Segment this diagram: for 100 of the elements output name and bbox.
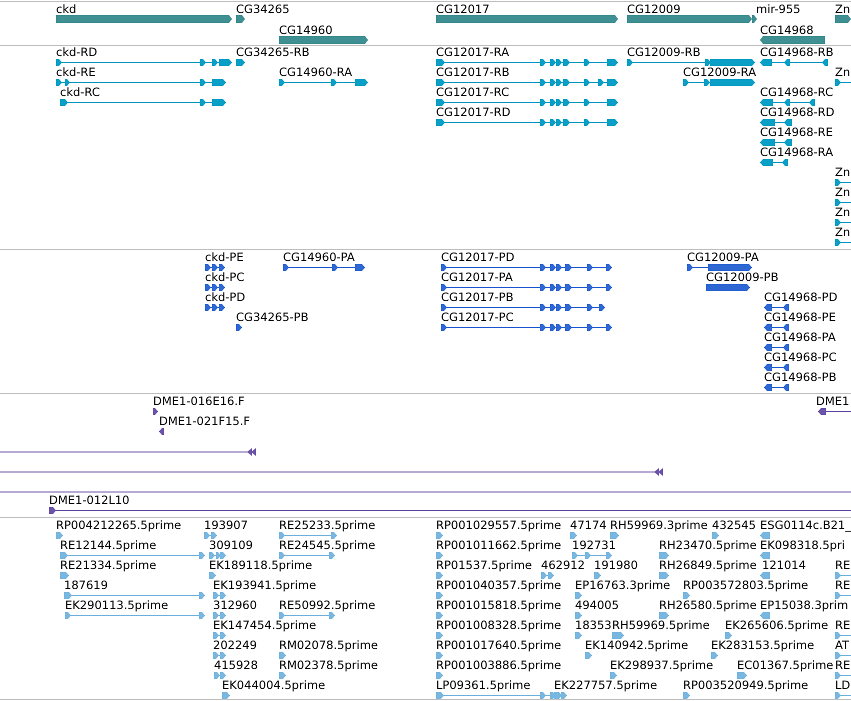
feature-label: Zn — [835, 186, 850, 199]
feature-label: RE — [835, 579, 850, 592]
feature-label: CG12017 — [436, 3, 490, 16]
feature-label: EP15038.3prim — [760, 599, 848, 612]
feature-label: 494005 — [575, 599, 619, 612]
feature-label: CG14960-RA — [279, 66, 352, 79]
feature-label: 312960 — [213, 599, 257, 612]
feature-label: CG12009 — [627, 3, 681, 16]
feature-label: RE — [835, 619, 850, 632]
feature-label: CG14968-RD — [760, 106, 835, 119]
feature-label: 121014 — [762, 559, 806, 572]
feature-label: RM02378.5prime — [279, 659, 378, 672]
feature-label: RH26580.5prime — [659, 599, 757, 612]
feature-label: EK193941.5prime — [213, 579, 316, 592]
feature-label: Zn — [835, 3, 850, 16]
feature-label: RP003572803.5prime — [683, 579, 808, 592]
feature-label: EK227757.5prime — [554, 679, 658, 692]
feature-label: CG14960 — [279, 24, 333, 37]
feature-label: ckd-RD — [56, 46, 98, 59]
feature-label: RH26849.5prime — [659, 559, 757, 572]
feature-label: Zn — [835, 66, 850, 79]
feature-label: RP001029557.5prime — [436, 519, 562, 532]
feature-label: 462912 — [541, 559, 585, 572]
feature-label: RP01537.5prime — [436, 559, 532, 572]
feature-label: AT — [835, 639, 849, 652]
feature-label: RP001040357.5prime — [436, 579, 562, 592]
feature-label: CG12017-PA — [441, 271, 513, 284]
feature-label: DME1-021F15.F — [159, 415, 250, 428]
feature-label: 191980 — [594, 559, 638, 572]
feature-label: RE50992.5prime — [279, 599, 376, 612]
feature-label: CG14968-RC — [760, 86, 834, 99]
feature-label: RP003520949.5prime — [683, 679, 808, 692]
feature-label: RH59969.3prime — [610, 519, 708, 532]
feature-label: CG14968-PB — [764, 371, 836, 384]
feature-label: CG12017-PC — [441, 311, 514, 324]
feature-label: 415928 — [214, 659, 258, 672]
feature-label: RH23470.5prime — [659, 539, 757, 552]
feature-label: LD — [835, 679, 850, 692]
feature-label: Zn — [835, 166, 850, 179]
feature-label: RP001008328.5prime — [436, 619, 562, 632]
feature-label: RP001011662.5prime — [436, 539, 562, 552]
feature-label: CG34265-PB — [236, 311, 308, 324]
feature-label: Zn — [835, 206, 850, 219]
feature-label: EK140942.5prime — [585, 639, 688, 652]
feature-label: 432545 — [712, 519, 756, 532]
feature-label: RP004212265.5prime — [56, 519, 182, 532]
feature-label: CG14968-RA — [760, 146, 834, 159]
feature-label: CG12017-PB — [441, 291, 514, 304]
feature-label: ckd — [56, 3, 76, 16]
feature-label: CG14968-PD — [764, 291, 838, 304]
feature-label: 187619 — [64, 579, 108, 592]
feature-label: EK189118.5prime — [209, 559, 312, 572]
feature-label: RE — [835, 659, 850, 672]
feature-label: CG14968-PA — [764, 331, 836, 344]
feature-label: EK283153.5prime — [711, 639, 814, 652]
feature-label: DME1 — [816, 395, 850, 408]
feature-label: CG14968-PE — [764, 311, 836, 324]
feature-label: RP001017640.5prime — [436, 639, 562, 652]
feature-label: EP16763.3prime — [575, 579, 670, 592]
feature-label: CG12009-PA — [687, 251, 759, 264]
feature-label: ckd-PE — [205, 251, 244, 264]
feature-label: 47174 — [570, 519, 607, 532]
feature-label: RE25233.5prime — [279, 519, 376, 532]
feature-label: DME1-012L10 — [49, 494, 130, 507]
feature-label: ckd-PC — [205, 271, 244, 284]
feature-label: CG14968-RB — [760, 46, 834, 59]
feature-label: RH59969.5prime — [612, 619, 710, 632]
feature-label: EK044004.5prime — [222, 679, 326, 692]
feature-label: EK265606.5prime — [725, 619, 828, 632]
feature-label: RP001003886.5prime — [436, 659, 562, 672]
feature-label: CG14968-RE — [760, 126, 833, 139]
feature-label: 193907 — [204, 519, 248, 532]
feature-label: RE21334.5prime — [60, 559, 156, 572]
feature-label: 18353 — [575, 619, 612, 632]
feature-label: Zn — [835, 226, 850, 239]
feature-label: 309109 — [209, 539, 253, 552]
feature-label: CG12009-RA — [683, 66, 756, 79]
feature-label: ckd-RE — [56, 66, 96, 79]
feature-label: EK298937.5prime — [610, 659, 714, 672]
feature-label: DME1-016E16.F — [153, 395, 245, 408]
feature-label: RP001015818.5prime — [436, 599, 562, 612]
feature-label: EK290113.5prime — [65, 599, 168, 612]
feature-label: ckd-PD — [205, 291, 246, 304]
feature-label: CG34265-RB — [236, 46, 310, 59]
feature-label: RE — [835, 559, 850, 572]
feature-label: mir-955 — [756, 3, 800, 16]
feature-label: CG14968 — [760, 24, 814, 37]
feature-label: EC01367.5prime — [737, 659, 834, 672]
feature-label: 192731 — [572, 539, 616, 552]
feature-label: LP09361.5prime — [436, 679, 530, 692]
feature-label: ESG0114c.B21_ — [760, 519, 851, 532]
feature-label: CG12017-RC — [436, 86, 510, 99]
feature-label: CG12017-RB — [436, 66, 510, 79]
feature-label: ckd-RC — [60, 86, 100, 99]
feature-label: CG14968-PC — [764, 351, 837, 364]
feature-label: RE12144.5prime — [60, 539, 156, 552]
feature-label: CG12009-RB — [627, 46, 701, 59]
feature-label: EK098318.5pri — [760, 539, 845, 552]
feature-label: RM02078.5prime — [279, 639, 378, 652]
feature-label: CG12017-RD — [436, 106, 511, 119]
